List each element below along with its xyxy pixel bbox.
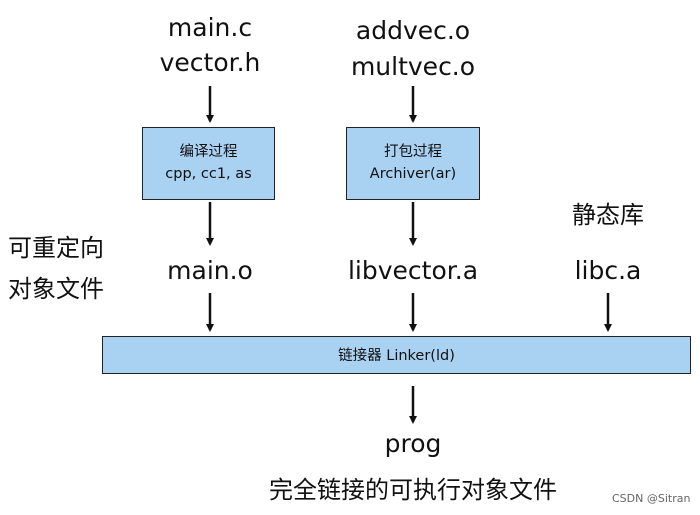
archive-process-box: 打包过程 Archiver(ar) [346,127,480,200]
library-libc: libc.a [574,256,642,285]
object-file-multvec: multvec.o [350,52,476,81]
source-file-main-c: main.c [167,13,253,42]
header-file-vector-h: vector.h [159,48,261,77]
output-caption: 完全链接的可执行对象文件 [269,476,557,504]
compile-process-title: 编译过程 [179,144,238,160]
linker-box: 链接器 Linker(ld) [102,336,691,374]
compile-process-tools: cpp, cc1, as [165,166,252,183]
relocatable-label-line1: 可重定向 [8,234,104,262]
static-library-label: 静态库 [572,201,644,229]
watermark: CSDN @Sitran [612,492,691,505]
archive-process-title: 打包过程 [384,144,442,160]
object-file-main-o: main.o [167,256,253,285]
compile-process-box: 编译过程 cpp, cc1, as [142,127,275,200]
linker-label: 链接器 Linker(ld) [338,348,455,364]
output-prog: prog [384,429,442,458]
object-file-addvec: addvec.o [355,16,471,45]
relocatable-label-line2: 对象文件 [8,275,104,303]
archive-process-tool: Archiver(ar) [369,166,457,183]
library-libvector: libvector.a [347,256,479,285]
